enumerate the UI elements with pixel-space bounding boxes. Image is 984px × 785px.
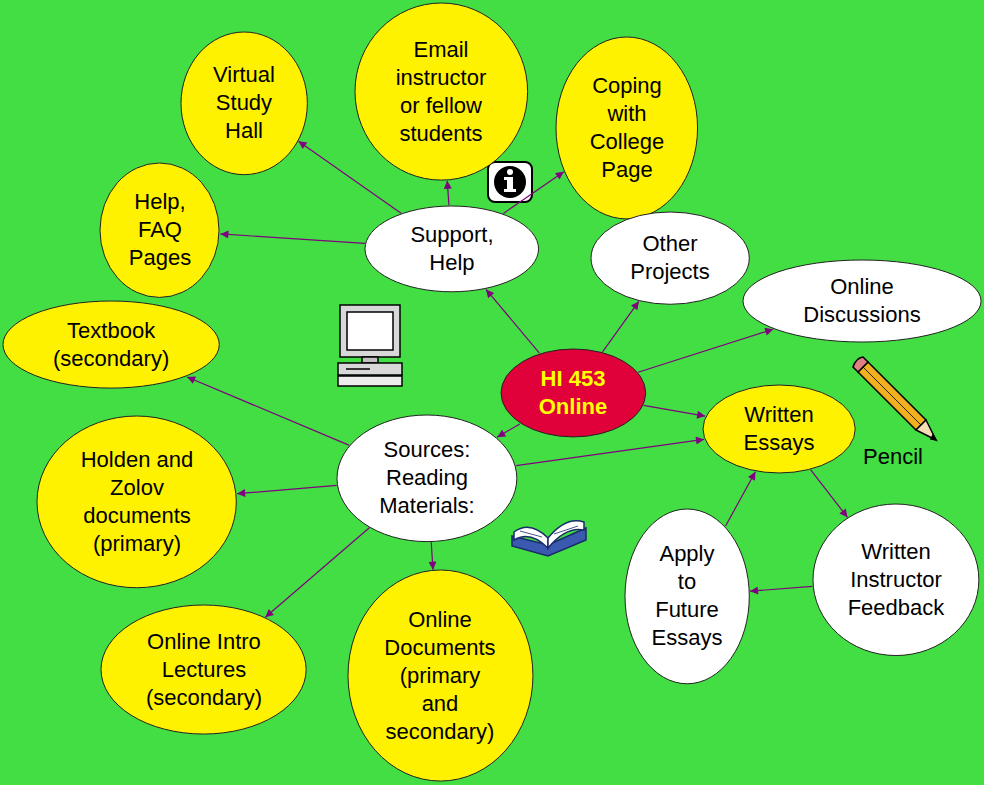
ellipse-outline — [624, 508, 750, 685]
hub-ellipse: HI 453 Online — [500, 348, 647, 438]
arrow-connector — [516, 439, 704, 465]
pencil-icon — [853, 357, 936, 440]
node-text: Apply to Future Essays — [650, 540, 724, 652]
arrow-connector — [431, 542, 433, 570]
topic-ellipse: Virtual Study Hall — [180, 31, 308, 176]
arrow-connector — [638, 329, 773, 372]
topic-ellipse: Apply to Future Essays — [624, 508, 750, 685]
arrow-connector — [237, 485, 337, 493]
ellipse-outline — [742, 259, 982, 343]
node-text: Written Instructor Feedback — [838, 538, 953, 622]
arrow-connector — [187, 377, 349, 445]
ellipse-outline — [364, 205, 540, 293]
arrow-connector — [220, 234, 365, 243]
node-text: Textbook (secondary) — [49, 317, 174, 373]
arrow-connector — [265, 528, 369, 618]
topic-ellipse: Online Documents (primary and secondary) — [347, 569, 534, 782]
node-text: Written Essays — [736, 401, 821, 457]
node-text: Support, Help — [404, 221, 499, 277]
topic-ellipse: Coping with College Page — [555, 36, 699, 220]
book-icon — [512, 521, 586, 556]
node-text: Online Discussions — [799, 273, 924, 329]
node-text: Coping with College Page — [582, 72, 672, 184]
info-icon — [488, 162, 532, 202]
ellipse-outline — [702, 384, 856, 474]
arrow-connector — [447, 181, 449, 205]
computer-icon — [338, 305, 402, 386]
node-text: Other Projects — [622, 230, 717, 286]
ellipse-outline — [354, 2, 529, 181]
topic-ellipse: Email instructor or fellow students — [354, 2, 529, 181]
arrow-connector — [644, 405, 706, 416]
topic-ellipse: Holden and Zolov documents (primary) — [36, 415, 237, 589]
node-text: Email instructor or fellow students — [386, 36, 496, 148]
topic-ellipse: Sources: Reading Materials: — [336, 414, 518, 543]
arrow-connector — [750, 586, 812, 591]
node-text: Virtual Study Hall — [204, 61, 284, 145]
topic-ellipse: Other Projects — [590, 211, 750, 305]
node-text: Sources: Reading Materials: — [374, 436, 479, 520]
ellipse-outline — [555, 36, 699, 220]
topic-ellipse: Online Intro Lectures (secondary) — [100, 604, 307, 735]
arrow-connector — [726, 472, 756, 526]
node-text: Holden and Zolov documents (primary) — [74, 446, 199, 558]
topic-ellipse: Textbook (secondary) — [2, 300, 220, 389]
ellipse-outline — [36, 415, 237, 589]
topic-ellipse: Help, FAQ Pages — [99, 162, 220, 298]
icon-caption: Pencil — [863, 444, 923, 470]
node-text: Online Documents (primary and secondary) — [382, 606, 497, 746]
ellipse-outline — [500, 348, 647, 438]
ellipse-outline — [590, 211, 750, 305]
topic-ellipse: Support, Help — [364, 205, 540, 293]
topic-ellipse: Online Discussions — [742, 259, 982, 343]
topic-ellipse: Written Essays — [702, 384, 856, 474]
node-text: HI 453 Online — [533, 365, 613, 421]
node-text: Help, FAQ Pages — [125, 188, 195, 272]
ellipse-outline — [2, 300, 220, 389]
arrow-connector — [503, 172, 563, 214]
arrow-connector — [497, 424, 520, 437]
topic-ellipse: Written Instructor Feedback — [812, 503, 980, 657]
arrow-connector — [811, 470, 848, 517]
node-text: Online Intro Lectures (secondary) — [141, 628, 266, 712]
arrow-connector — [603, 301, 639, 351]
arrow-connector — [486, 289, 539, 353]
